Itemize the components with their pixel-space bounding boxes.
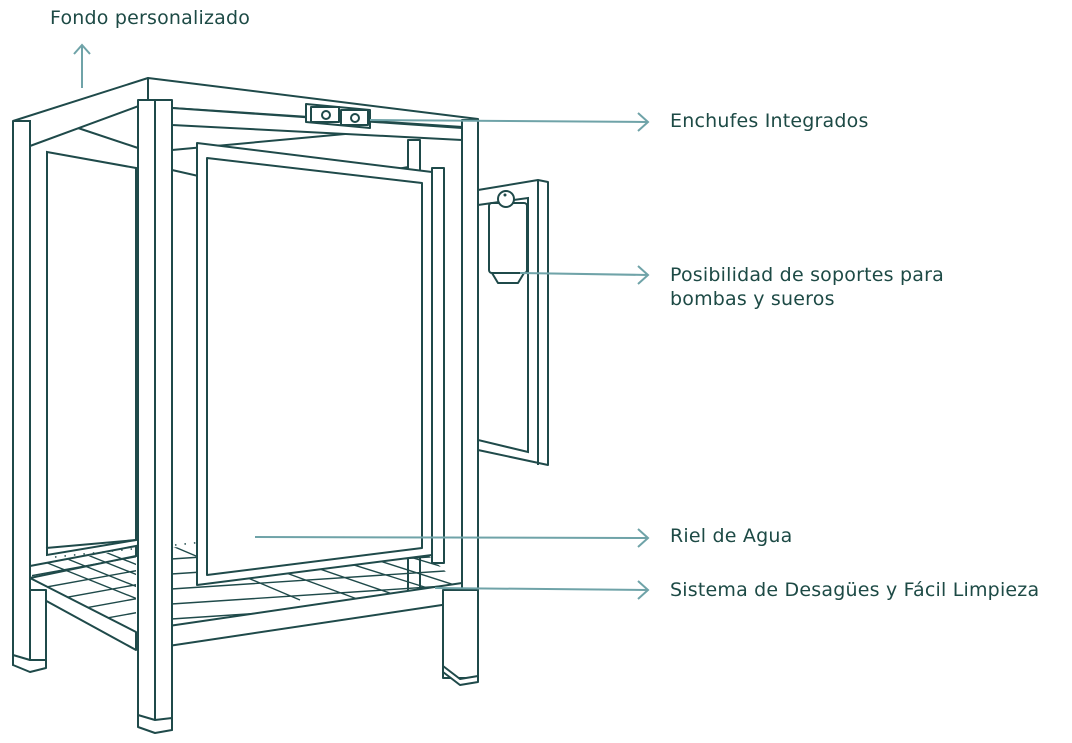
door-frame <box>196 142 445 586</box>
label-supports-line2: bombas y sueros <box>670 288 835 310</box>
water-rail <box>54 536 251 558</box>
right-frame <box>442 119 479 686</box>
side-support <box>477 179 549 466</box>
label-custom-background: Fondo personalizado <box>50 7 251 29</box>
label-water-rail: Riel de Agua <box>670 525 793 547</box>
callout-arrows <box>73 43 650 600</box>
front-post <box>137 99 173 734</box>
label-drain-system: Sistema de Desagües y Fácil Limpieza <box>670 579 1040 601</box>
label-integrated-sockets: Enchufes Integrados <box>670 110 869 132</box>
integrated-sockets <box>305 103 371 129</box>
label-supports-line1: Posibilidad de soportes para <box>670 264 944 286</box>
